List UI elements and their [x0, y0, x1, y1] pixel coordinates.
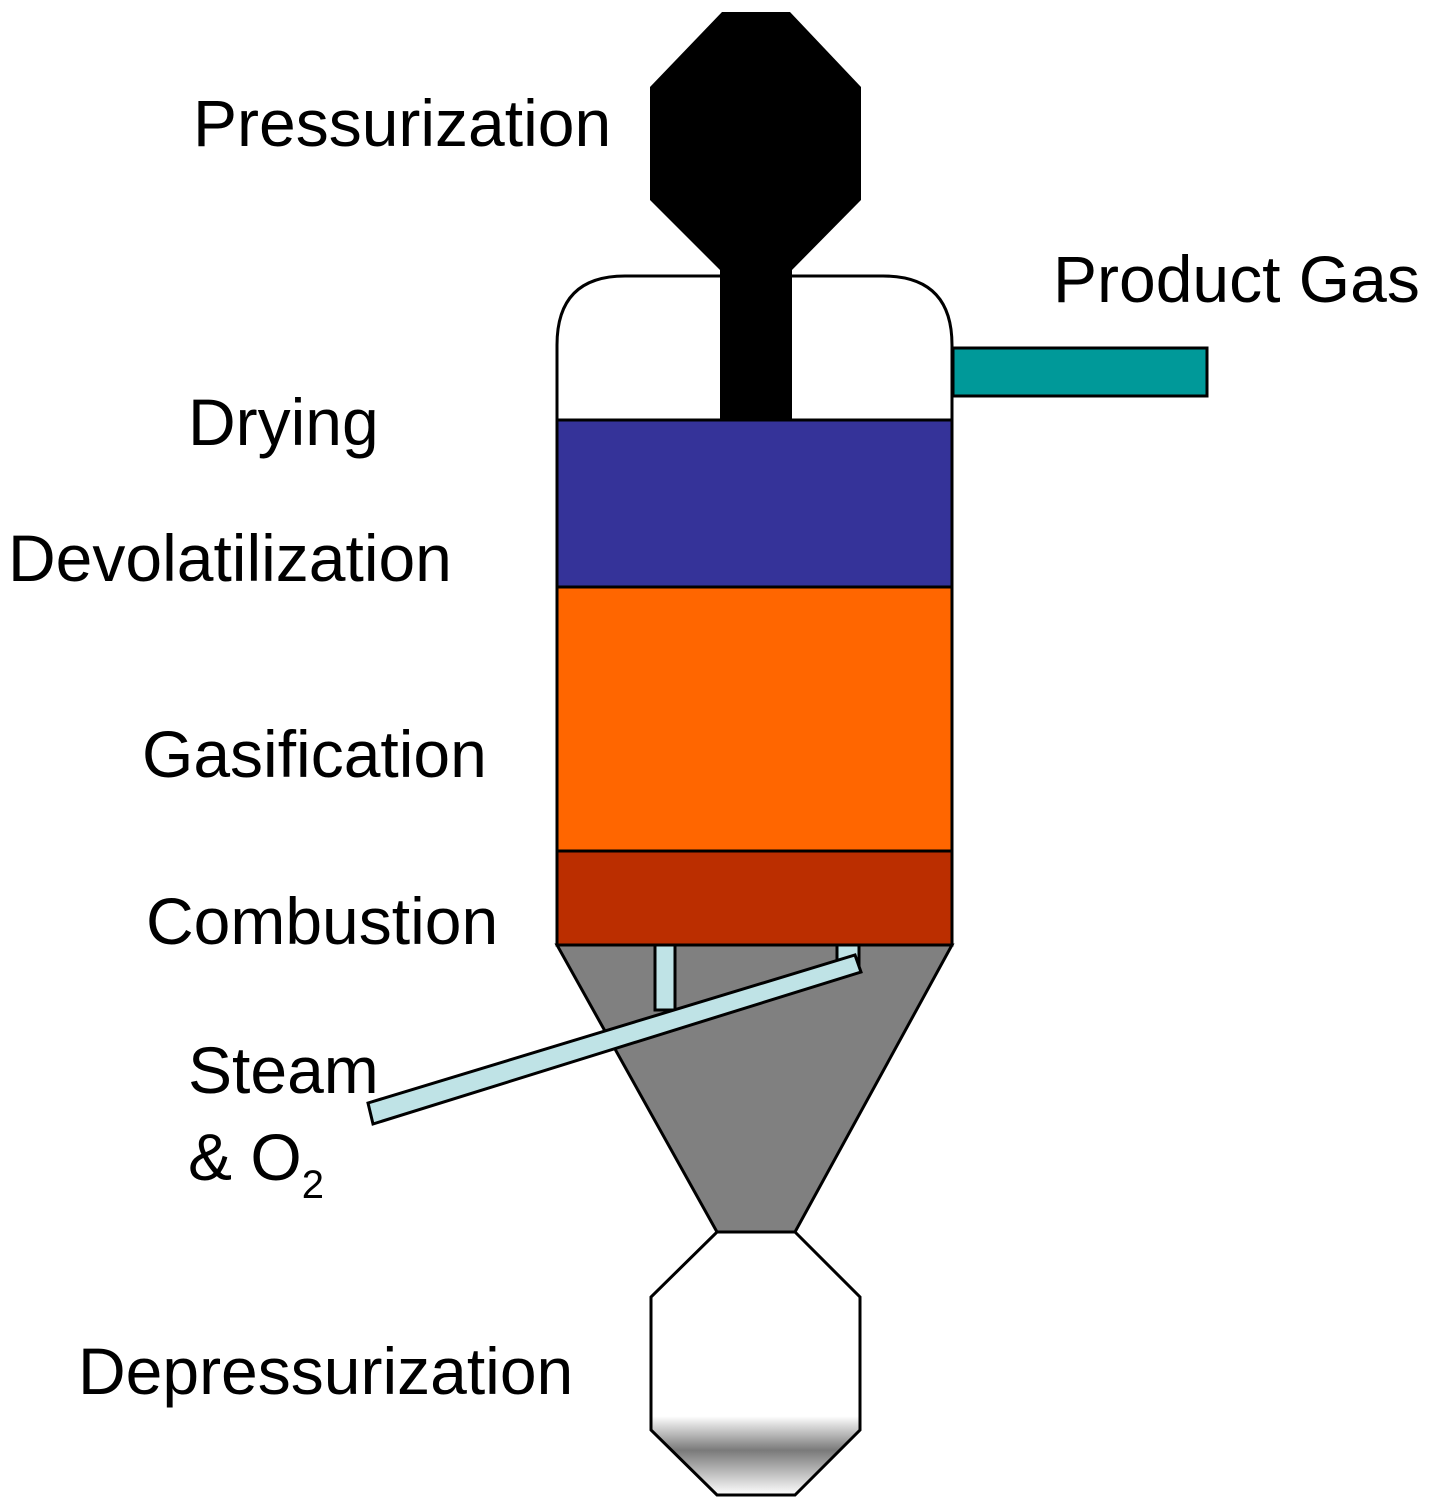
label-pressurization: Pressurization — [193, 86, 611, 160]
label-o2-prefix: & O — [188, 1120, 302, 1194]
steam-riser-left — [653, 943, 677, 1012]
product-gas-pipe — [951, 346, 1209, 398]
label-devolatilization: Devolatilization — [8, 521, 452, 595]
pressurization-hopper — [650, 12, 861, 272]
label-combustion: Combustion — [146, 884, 498, 958]
gasification-zone — [555, 585, 954, 853]
depressurization-lock — [649, 1230, 862, 1497]
label-depressurization: Depressurization — [78, 1334, 573, 1408]
steam-inlet-pipe — [366, 953, 863, 1126]
label-steam: Steam — [188, 1033, 379, 1107]
label-gasification: Gasification — [142, 717, 487, 791]
feed-chute — [720, 266, 792, 421]
devolatilization-zone — [555, 418, 954, 589]
label-drying: Drying — [188, 385, 379, 459]
label-product-gas: Product Gas — [1053, 242, 1420, 316]
combustion-zone — [555, 849, 954, 947]
label-o2-subscript: 2 — [302, 1163, 324, 1207]
label-o2: & O2 — [188, 1120, 324, 1207]
